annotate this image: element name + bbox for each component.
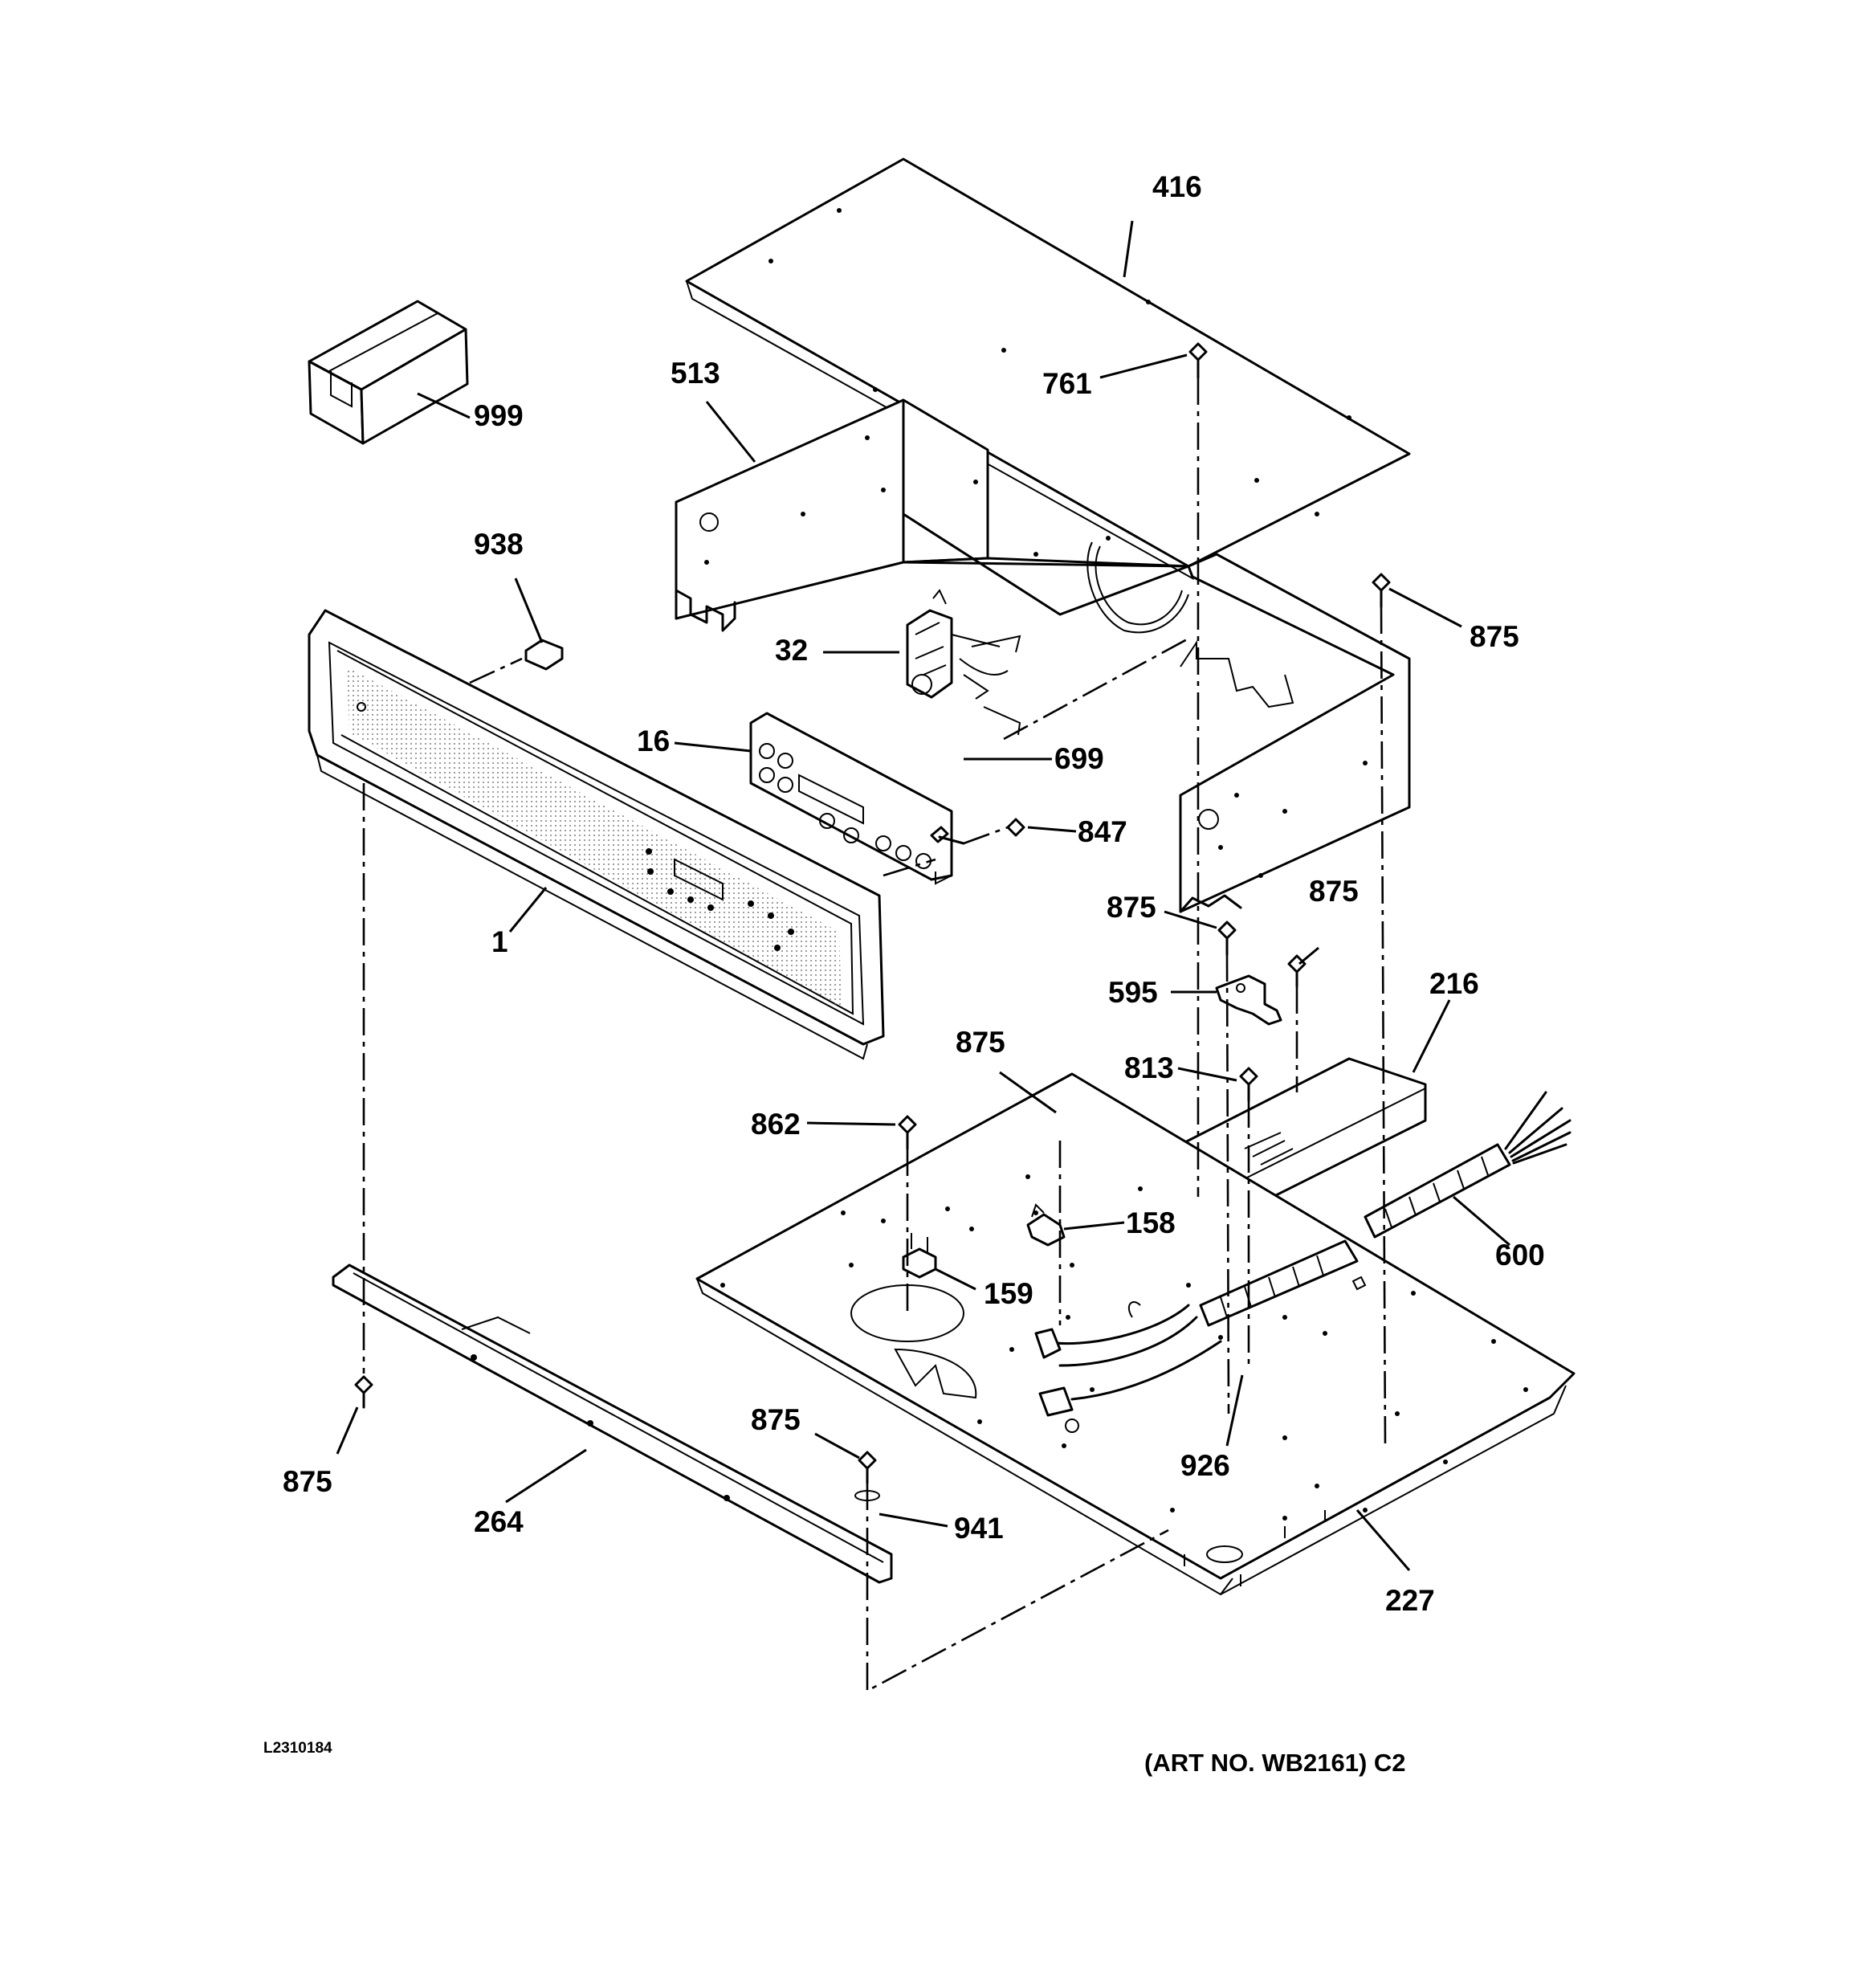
label-875-bottom-left: 875 — [283, 1465, 332, 1498]
label-216: 216 — [1429, 967, 1479, 1000]
label-847: 847 — [1078, 815, 1127, 848]
part-16-control-board — [749, 712, 953, 885]
label-875-top-right: 875 — [1470, 620, 1519, 653]
label-875-mid-right: 875 — [1309, 875, 1359, 908]
leader-lines — [336, 220, 1510, 1571]
part-513-rear-wall — [675, 398, 1411, 913]
label-16: 16 — [637, 725, 670, 757]
label-600: 600 — [1495, 1239, 1545, 1272]
part-32-fan-motor — [906, 589, 1021, 736]
part-1-control-panel — [308, 609, 885, 1060]
label-264: 264 — [474, 1505, 524, 1538]
label-875-mid-left: 875 — [1107, 891, 1156, 924]
label-416: 416 — [1152, 170, 1202, 203]
alignment-lines — [362, 378, 1387, 1693]
label-761: 761 — [1042, 367, 1092, 400]
label-227: 227 — [1385, 1584, 1435, 1617]
label-159: 159 — [984, 1277, 1033, 1310]
label-862: 862 — [751, 1108, 801, 1141]
label-926: 926 — [1180, 1449, 1230, 1482]
art-number: (ART NO. WB2161) C2 — [1144, 1749, 1406, 1777]
part-999-box — [308, 300, 469, 445]
label-699: 699 — [1054, 742, 1104, 775]
label-938: 938 — [474, 528, 524, 561]
part-600-harness-sleeve — [1199, 1091, 1572, 1327]
label-32: 32 — [775, 634, 808, 667]
label-513: 513 — [671, 357, 720, 390]
label-941: 941 — [954, 1512, 1004, 1545]
part-158-thermostat — [1026, 1203, 1066, 1247]
label-158: 158 — [1126, 1206, 1176, 1239]
part-264-trim-strip — [332, 1263, 893, 1584]
part-938-clip — [524, 639, 564, 671]
panel-dot-grid — [347, 667, 842, 1008]
wiring-harness — [1034, 1301, 1222, 1433]
drawing-code: L2310184 — [263, 1740, 332, 1757]
part-595-bracket — [1215, 974, 1282, 1026]
label-595: 595 — [1108, 976, 1158, 1009]
label-999: 999 — [474, 399, 524, 432]
label-875-center: 875 — [956, 1026, 1005, 1059]
label-875-lower-center: 875 — [751, 1403, 801, 1436]
part-227-base-panel — [695, 1072, 1576, 1596]
label-1: 1 — [491, 925, 508, 958]
part-labels: 416 761 513 999 938 32 875 16 699 847 1 … — [283, 170, 1545, 1617]
label-813: 813 — [1124, 1051, 1174, 1084]
